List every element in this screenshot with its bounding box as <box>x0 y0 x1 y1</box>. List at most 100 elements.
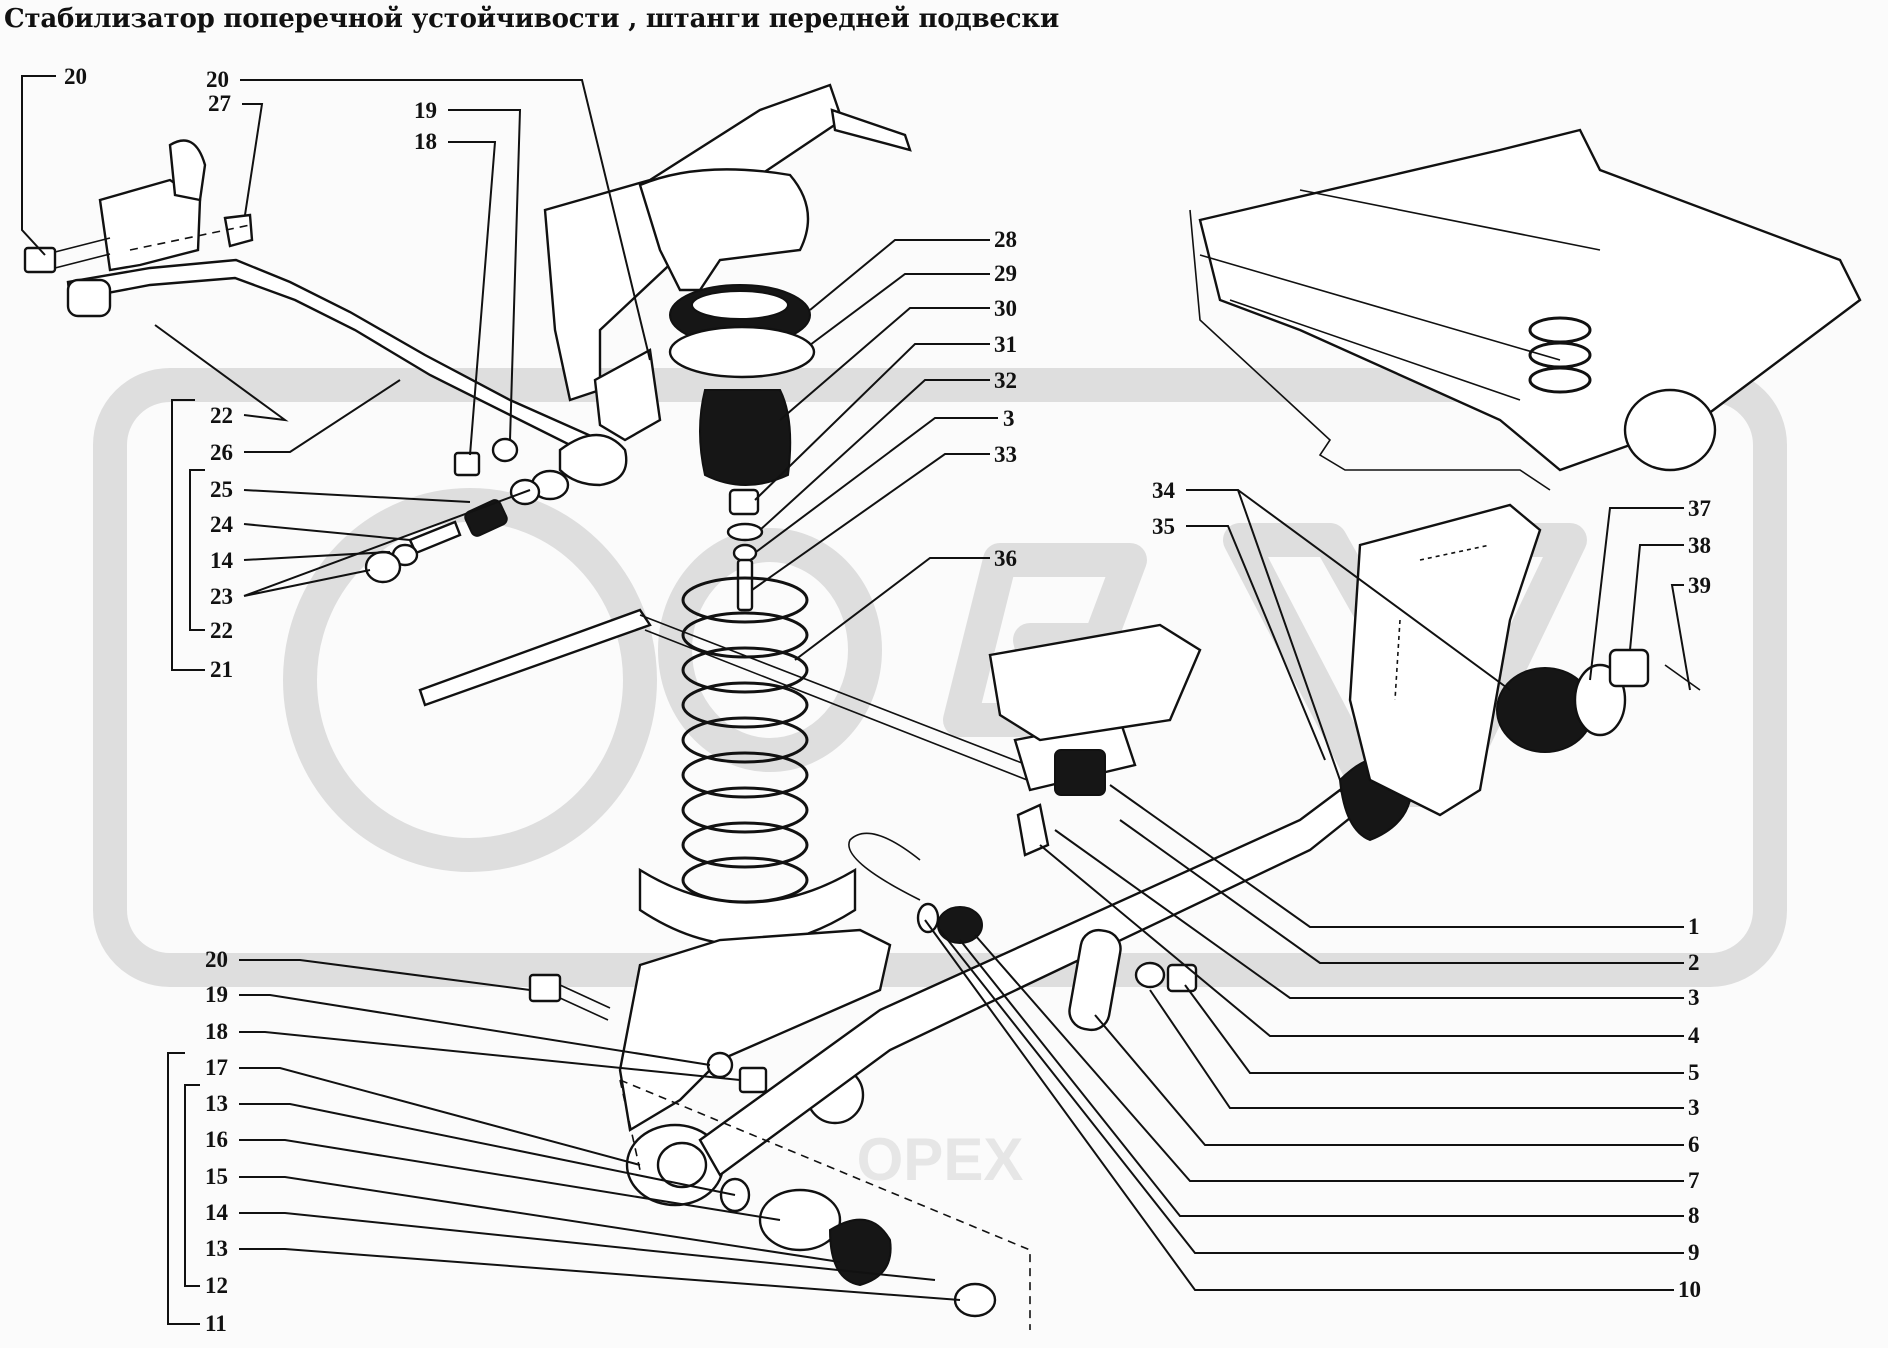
callout-label: 20 <box>205 947 228 972</box>
stud-bolt <box>830 108 912 152</box>
nut-18-lower <box>738 1066 768 1094</box>
callout-label: 13 <box>205 1236 228 1261</box>
bolt-20 <box>23 246 57 274</box>
arm-eye-inner <box>656 1141 708 1189</box>
spring-25 <box>464 499 508 537</box>
callout-label: 26 <box>210 440 233 465</box>
subframe-wheel-hub <box>1623 388 1717 472</box>
callout-label: 24 <box>210 512 234 537</box>
spring-strut-assembly <box>418 83 1041 947</box>
callouts-right-upper: 34 35 37 38 39 <box>1152 478 1711 781</box>
callout-label: 9 <box>1688 1240 1700 1265</box>
callout-label: 34 <box>1152 478 1176 503</box>
callout-label: 32 <box>994 368 1017 393</box>
nut-18 <box>453 451 481 477</box>
callout-label: 8 <box>1688 1203 1700 1228</box>
callout-label: 22 <box>210 403 233 428</box>
bar-bushing <box>66 278 112 318</box>
callout-label: 4 <box>1688 1023 1700 1048</box>
panel-holes <box>1394 544 1491 701</box>
callout-label: 29 <box>994 261 1017 286</box>
insulator-29 <box>668 325 816 379</box>
callout-label: 27 <box>208 91 231 116</box>
callout-label: 35 <box>1152 514 1175 539</box>
bushing-9 <box>937 906 983 944</box>
dashed-box <box>619 1079 1031 1330</box>
callout-label: 28 <box>994 227 1017 252</box>
subframe-illustration <box>988 128 1862 817</box>
callout-label: 11 <box>205 1311 227 1336</box>
coil-spring <box>681 576 809 904</box>
callout-label: 14 <box>205 1200 229 1225</box>
washer-10 <box>916 902 940 934</box>
callout-label: 21 <box>210 657 233 682</box>
nut-3 <box>732 543 758 563</box>
callout-label: 23 <box>210 584 233 609</box>
callout-label: 33 <box>994 442 1017 467</box>
callouts-center-top: 28 29 30 31 32 3 33 36 <box>751 227 1017 661</box>
watermark-text: OPEX <box>857 1126 1024 1193</box>
callout-label: 20 <box>206 67 229 92</box>
bumper-30 <box>699 389 792 486</box>
lower-spring-seat <box>638 867 857 947</box>
cotter-pin-39 <box>1664 664 1701 691</box>
callout-label: 36 <box>994 546 1017 571</box>
callout-label: 2 <box>1688 950 1700 975</box>
callout-label: 13 <box>205 1091 228 1116</box>
callout-label: 5 <box>1688 1060 1700 1085</box>
dashed-axis <box>129 224 251 251</box>
callout-label: 30 <box>994 296 1017 321</box>
stabilizer-bar-assembly <box>23 139 628 584</box>
washer-19-lower <box>706 1051 734 1079</box>
callout-label: 18 <box>414 129 437 154</box>
callout-label: 19 <box>205 982 228 1007</box>
callout-label: 19 <box>414 98 437 123</box>
nut-5 <box>1166 963 1198 993</box>
side-panel <box>1348 503 1542 817</box>
callout-label: 16 <box>205 1127 228 1152</box>
callout-label: 25 <box>210 477 233 502</box>
link-u-bolt <box>848 832 921 901</box>
bolt-20-lower <box>528 973 562 1003</box>
callout-label: 3 <box>1688 985 1700 1010</box>
clip-27 <box>223 213 254 248</box>
stabilizer-bar-long <box>418 608 652 707</box>
callout-label: 17 <box>205 1055 228 1080</box>
link-end <box>558 433 628 487</box>
stabilizer-bar <box>66 258 602 457</box>
rod-33 <box>736 558 754 612</box>
callout-label: 12 <box>205 1273 228 1298</box>
callout-label: 31 <box>994 332 1017 357</box>
bolt-20-shank <box>559 984 611 1021</box>
callouts-right-column: 1 2 3 4 5 3 6 7 8 9 10 <box>924 784 1701 1302</box>
upper-mount-1 <box>988 623 1202 742</box>
washer-3 <box>1134 961 1166 989</box>
nut-38 <box>1608 648 1650 688</box>
diagram-title: Стабилизатор поперечной устойчивости , ш… <box>4 4 1060 34</box>
cushion-23b <box>364 550 402 584</box>
callout-label: 37 <box>1688 496 1711 521</box>
bar-bracket <box>98 178 202 272</box>
callouts-left-bottom: 20 19 18 17 13 16 15 14 13 12 11 <box>167 947 961 1336</box>
spring-seat-top <box>638 168 810 292</box>
callout-label: 3 <box>1688 1095 1700 1120</box>
callout-label: 1 <box>1688 914 1700 939</box>
clamp-1 <box>1054 749 1106 796</box>
callout-label: 20 <box>64 64 87 89</box>
callout-label: 15 <box>205 1164 228 1189</box>
subframe-outline <box>1198 128 1862 472</box>
callout-label: 6 <box>1688 1132 1700 1157</box>
callout-label: 7 <box>1688 1168 1700 1193</box>
callouts-left-top: 20 20 27 19 18 22 26 25 24 14 23 22 21 <box>21 64 651 682</box>
subframe-rail <box>1199 189 1601 401</box>
spacer-31 <box>728 488 760 516</box>
bushing-16 <box>758 1188 842 1252</box>
washer-32 <box>726 522 764 542</box>
lower-arm-assembly <box>528 718 1470 1330</box>
callout-label: 22 <box>210 618 233 643</box>
callout-label: 10 <box>1678 1277 1701 1302</box>
insulator-28-inner <box>691 290 789 320</box>
spring-13 <box>828 1218 892 1287</box>
